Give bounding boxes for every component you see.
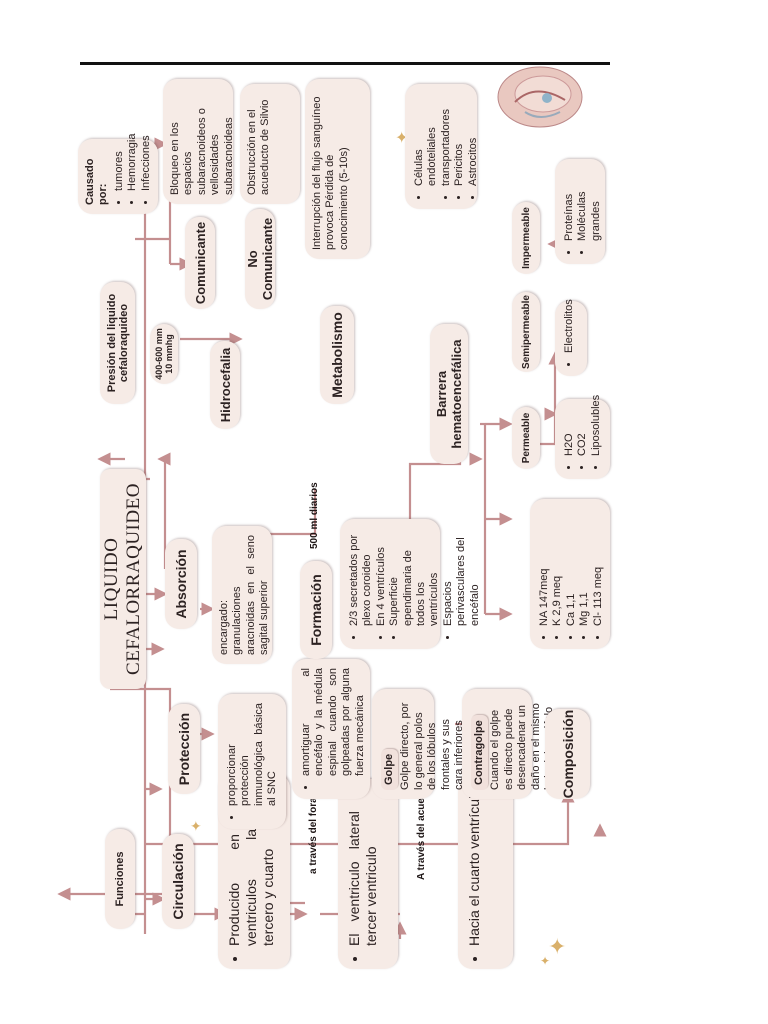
- absorcion-node: Absorción: [165, 539, 197, 629]
- absorcion-text: encargado: granulaciones aracnoidas en e…: [212, 526, 272, 664]
- formacion-note: 500 ml diarios: [309, 482, 320, 549]
- barrera-node: Barrera hematoencefálica: [430, 324, 468, 464]
- proteccion-item2: amortiguar al encéfalo y la médula espin…: [292, 659, 370, 799]
- sparkle-decoration: ✦: [190, 818, 202, 834]
- sparkle-decoration: ✦: [540, 954, 551, 968]
- no-comunicante-node: No Comunicante: [245, 209, 275, 309]
- top-rule: [80, 62, 610, 65]
- presion-value: 400-600 mm 10 mmhg: [150, 324, 178, 384]
- golpe-node: Golpe Golpe directo, por lo general polo…: [372, 689, 465, 799]
- metabolismo-node: Metabolismo: [320, 306, 354, 404]
- comunicante-node: Comunicante: [185, 217, 215, 309]
- contragolpe-node: Contragolpe Cuando el golpe es directo p…: [462, 689, 568, 799]
- barrera-cells: Células endoteliales transportadores Per…: [405, 84, 479, 209]
- impermeable-items: Proteínas Moléculas grandes: [555, 159, 605, 264]
- impermeable-node: Impermeable: [512, 202, 540, 274]
- formacion-node: Formación: [300, 561, 332, 659]
- permeable-items: H2O CO2 Liposolubles: [555, 395, 610, 479]
- metabolismo-text: Interrupción del flujo sanguíneo provoca…: [305, 79, 370, 259]
- sparkle-decoration: ✦: [548, 934, 567, 959]
- formacion-items: 2/3 secretados por plexo coroideo En 4 v…: [340, 519, 481, 649]
- semipermeable-node: Semipermeable: [512, 292, 540, 372]
- functions-node: Funciones: [105, 829, 135, 929]
- proteccion-node: Protección: [168, 704, 200, 794]
- no-comunicante-text: Obstrucción en el acueducto de Silvio: [240, 84, 300, 204]
- title-text: LIQUIDO CEFALORRAQUIDEO: [101, 483, 144, 675]
- circulacion-step2: El ventriculo lateral al tercer ventricu…: [338, 779, 398, 969]
- semipermeable-items: Electrolitos: [555, 299, 587, 376]
- proteccion-item1: proporcionar protección inmunológica bás…: [218, 694, 286, 829]
- hidrocefalia-node: Hidrocefalia: [210, 341, 240, 429]
- composicion-node: Composición: [545, 709, 590, 799]
- composicion-items: NA 147meq K 2,9 meq Ca 1,1 Mg 1,1 Cl- 11…: [530, 499, 610, 649]
- causado-por-node: Causado por: tumores Hemorragia Infeccio…: [78, 134, 158, 214]
- circulacion-step3: Hacia el cuarto ventrículo: [458, 779, 513, 969]
- comunicante-text: Bloqueo en los espacios subaracnoideos o…: [163, 79, 235, 204]
- circulacion-node: Circulación: [162, 834, 194, 929]
- presion-node: Presión del liquido cefaloraquideo: [100, 282, 135, 404]
- permeable-node: Permeable: [512, 407, 540, 469]
- brain-illustration: [485, 62, 585, 152]
- main-title: LIQUIDO CEFALORRAQUIDEO: [100, 469, 146, 689]
